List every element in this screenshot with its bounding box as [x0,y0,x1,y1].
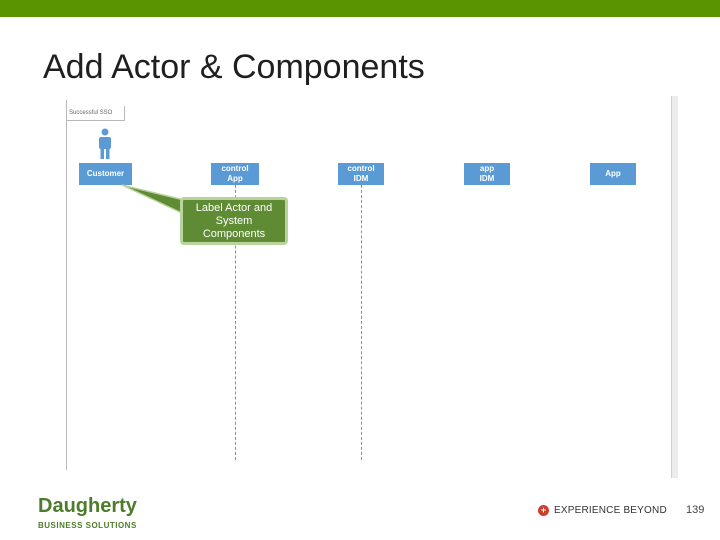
top-accent-bar [0,0,720,17]
slide-title: Add Actor & Components [43,48,425,86]
logo-sub-text: BUSINESS SOLUTIONS [38,521,137,530]
component-box-control-idm: control IDM [338,163,384,185]
frame-right-edge [671,96,678,478]
tagline: + EXPERIENCE BEYOND [538,505,667,516]
component-box-app-idm: app IDM [464,163,510,185]
plus-icon: + [538,505,549,516]
lifeline-control-app [235,185,236,460]
frame-label: Successful SSO [67,106,125,121]
actor-box-customer: Customer [79,163,132,185]
component-box-app: App [590,163,636,185]
actor-person-icon [99,128,111,159]
company-logo: Daugherty BUSINESS SOLUTIONS [38,495,137,530]
tagline-text: EXPERIENCE BEYOND [554,505,667,516]
page-number: 139 [686,504,705,516]
callout-label-actor: Label Actor and System Components [180,197,288,245]
component-box-control-app: control App [211,163,259,185]
lifeline-control-idm [361,185,362,460]
sequence-frame [66,100,672,470]
logo-main-text: Daugherty [38,495,137,517]
